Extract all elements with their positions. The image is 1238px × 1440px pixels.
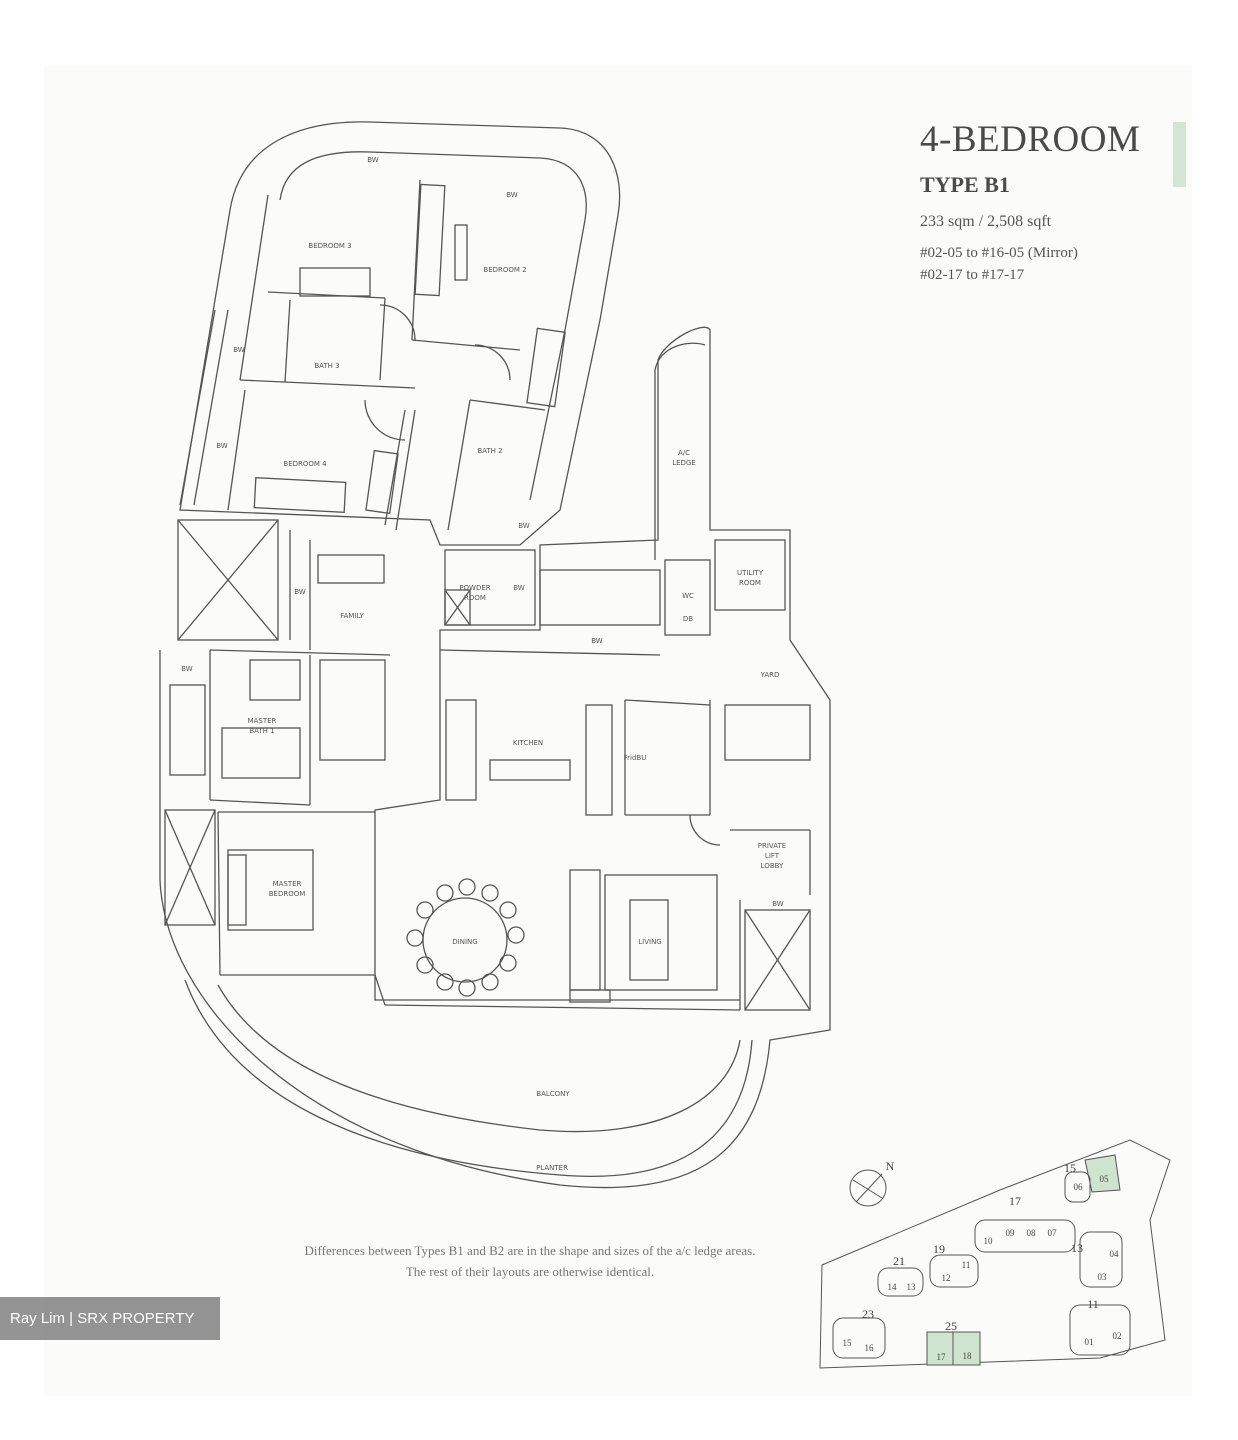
label-bedroom-2: BEDROOM 2 bbox=[483, 266, 526, 274]
label-bw: BW bbox=[181, 665, 193, 673]
label-ac-ledge-2: LEDGE bbox=[672, 459, 696, 467]
label-bath-3: BATH 3 bbox=[314, 362, 339, 370]
unit-type-title: 4-BEDROOM bbox=[920, 119, 1141, 160]
label-utility-2: ROOM bbox=[739, 579, 761, 587]
unit-03: 03 bbox=[1098, 1272, 1108, 1282]
note-line-1: Differences between Types B1 and B2 are … bbox=[304, 1243, 756, 1258]
label-bw: BW bbox=[513, 584, 525, 592]
label-bw: BW bbox=[367, 156, 379, 164]
label-db: DB bbox=[683, 615, 693, 623]
block-17: 17 bbox=[1009, 1194, 1021, 1208]
block-11: 11 bbox=[1087, 1297, 1099, 1311]
unit-16: 16 bbox=[865, 1343, 875, 1353]
unit-type-code: TYPE B1 bbox=[920, 172, 1010, 197]
block-21: 21 bbox=[893, 1254, 905, 1268]
bedroom-wing-outline bbox=[179, 121, 621, 546]
label-lobby-1: PRIVATE bbox=[758, 842, 786, 850]
unit-17: 17 bbox=[937, 1352, 947, 1362]
label-bw: BW bbox=[233, 346, 245, 354]
block-13: 13 bbox=[1071, 1241, 1083, 1255]
label-powder-1: POWDER bbox=[459, 584, 490, 592]
label-bath-2: BATH 2 bbox=[477, 447, 502, 455]
block-25: 25 bbox=[945, 1319, 957, 1333]
label-dining: DINING bbox=[452, 938, 477, 946]
unit-04: 04 bbox=[1110, 1249, 1120, 1259]
label-bedroom-4: BEDROOM 4 bbox=[283, 460, 327, 468]
unit-02: 02 bbox=[1113, 1331, 1122, 1341]
bedroom-wing-inner bbox=[279, 151, 587, 501]
unit-13: 13 bbox=[907, 1282, 917, 1292]
label-bedroom-3: BEDROOM 3 bbox=[308, 242, 351, 250]
unit-numbers-line-2: #02-17 to #17-17 bbox=[920, 267, 1025, 283]
block-23: 23 bbox=[862, 1307, 874, 1321]
unit-10: 10 bbox=[984, 1236, 994, 1246]
label-master-bath-1: MASTER bbox=[248, 717, 277, 725]
unit-05: 05 bbox=[1100, 1174, 1110, 1184]
unit-07: 07 bbox=[1048, 1228, 1058, 1238]
label-wc: WC bbox=[682, 592, 694, 600]
label-kitchen: KITCHEN bbox=[513, 739, 543, 747]
label-bw: BW bbox=[518, 522, 530, 530]
label-bw: BW bbox=[591, 637, 603, 645]
label-yard: YARD bbox=[760, 671, 780, 679]
north-label: N bbox=[886, 1159, 895, 1173]
unit-01: 01 bbox=[1085, 1337, 1094, 1347]
unit-14: 14 bbox=[888, 1282, 898, 1292]
unit-08: 08 bbox=[1027, 1228, 1037, 1238]
label-fridge: FridBU bbox=[624, 754, 647, 762]
label-ac-ledge-1: A/C bbox=[678, 449, 690, 457]
label-balcony: BALCONY bbox=[536, 1090, 570, 1098]
main-outline bbox=[159, 326, 831, 1189]
highlight-unit-18 bbox=[952, 1331, 981, 1366]
unit-12: 12 bbox=[942, 1273, 951, 1283]
unit-18: 18 bbox=[963, 1351, 973, 1361]
label-planter: PLANTER bbox=[536, 1164, 568, 1172]
label-living: LIVING bbox=[638, 938, 661, 946]
label-bw: BW bbox=[216, 442, 228, 450]
label-master-bed-1: MASTER bbox=[273, 880, 302, 888]
unit-09: 09 bbox=[1006, 1228, 1016, 1238]
unit-11: 11 bbox=[962, 1260, 971, 1270]
floorplan-sheet bbox=[44, 66, 1192, 1396]
block-19: 19 bbox=[933, 1242, 945, 1256]
label-bw: BW bbox=[294, 588, 306, 596]
note-line-2: The rest of their layouts are otherwise … bbox=[405, 1264, 655, 1279]
unit-area: 233 sqm / 2,508 sqft bbox=[920, 213, 1052, 230]
accent-bar bbox=[1173, 122, 1186, 187]
unit-numbers-line-1: #02-05 to #16-05 (Mirror) bbox=[920, 245, 1078, 261]
block-15-top: 15 bbox=[1064, 1161, 1076, 1175]
label-lobby-3: LOBBY bbox=[761, 862, 784, 870]
north-compass-icon: N bbox=[849, 1159, 895, 1207]
watermark: Ray Lim | SRX PROPERTY bbox=[0, 1297, 220, 1340]
label-utility-1: UTILITY bbox=[737, 569, 764, 577]
label-bw: BW bbox=[772, 900, 784, 908]
label-master-bed-2: BEDROOM bbox=[269, 890, 306, 898]
unit-06: 06 bbox=[1074, 1182, 1084, 1192]
label-bw: BW bbox=[506, 191, 518, 199]
label-master-bath-2: BATH 1 bbox=[249, 727, 274, 735]
label-family: FAMILY bbox=[340, 612, 364, 620]
site-outline bbox=[819, 1139, 1171, 1369]
label-powder-2: ROOM bbox=[464, 594, 486, 602]
unit-15: 15 bbox=[843, 1338, 853, 1348]
label-lobby-2: LIFT bbox=[765, 852, 780, 860]
